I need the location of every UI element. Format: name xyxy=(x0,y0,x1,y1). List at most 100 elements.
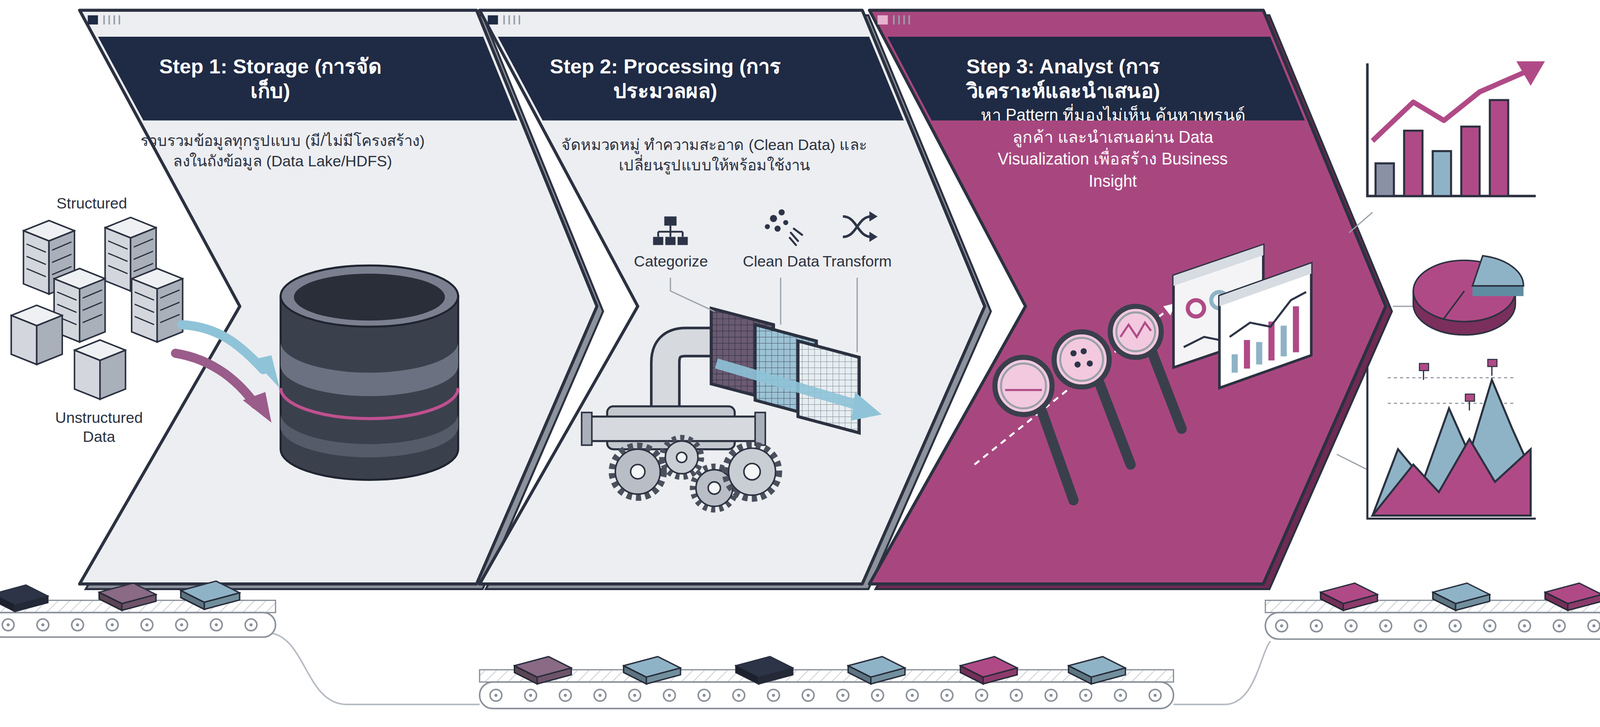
gear xyxy=(662,437,702,477)
gear xyxy=(665,440,699,474)
data-packet xyxy=(960,656,1018,684)
header-band xyxy=(497,36,904,121)
conveyor-belt xyxy=(8,617,262,632)
magnifier xyxy=(974,303,1182,501)
bar-chart xyxy=(1461,126,1480,196)
leader-line xyxy=(670,277,715,312)
data-packet xyxy=(1432,582,1490,610)
conveyor-belt xyxy=(1281,618,1598,632)
magnifier xyxy=(1060,337,1104,381)
magnifier xyxy=(1074,361,1081,368)
magnifier xyxy=(1163,303,1176,316)
conveyor-belt xyxy=(479,669,1174,682)
pie-chart xyxy=(1413,260,1516,322)
server-icon xyxy=(74,339,126,400)
gear xyxy=(615,448,661,494)
gear xyxy=(695,469,733,507)
data-packet xyxy=(848,656,906,684)
process-icon xyxy=(664,216,677,226)
bar-chart xyxy=(1375,163,1395,196)
pie-chart xyxy=(1472,255,1524,286)
filter-screen xyxy=(851,391,882,421)
dashboard-screen xyxy=(1211,291,1228,309)
process-icon xyxy=(658,225,683,237)
bar-chart xyxy=(1404,130,1423,196)
server-icon xyxy=(23,220,75,294)
conveyor-belt xyxy=(479,681,1174,709)
area-chart xyxy=(1487,359,1497,367)
step-heading: Step 2: Processing (การประมวลผล) xyxy=(548,53,783,103)
gear xyxy=(612,445,664,497)
data-packet xyxy=(1320,582,1378,610)
dashboard-screen xyxy=(1173,245,1263,368)
data-packet xyxy=(735,656,793,684)
step-chevron: Step 3: Analyst (การวิเคราะห์และนำเสนอ)ห… xyxy=(867,8,1397,594)
chevron-face xyxy=(479,10,985,584)
magnifier xyxy=(1040,408,1074,501)
conveyor-belt xyxy=(1281,623,1598,627)
conveyor-belt xyxy=(496,693,1160,697)
pie-chart xyxy=(1413,255,1524,335)
data-packet xyxy=(1068,656,1126,684)
pipe xyxy=(665,342,717,419)
dashboard-screen xyxy=(1243,339,1251,369)
process-icon xyxy=(665,236,676,246)
pie-chart xyxy=(1413,290,1516,335)
chart-link-line xyxy=(1349,212,1373,233)
part-label: Structured xyxy=(35,193,149,213)
filter-screen xyxy=(798,340,860,433)
magnifier xyxy=(974,308,1170,465)
process-icon xyxy=(764,223,770,229)
data-packet xyxy=(514,656,572,684)
window-tab xyxy=(893,15,895,25)
bar-chart xyxy=(1367,61,1545,196)
filter-screen xyxy=(755,324,817,417)
chart-link-line xyxy=(1336,212,1414,470)
pipe xyxy=(586,416,761,441)
process-icon xyxy=(770,214,778,222)
ingest-arrow xyxy=(181,324,264,370)
gear xyxy=(612,445,664,497)
ingest-arrow xyxy=(175,352,256,405)
step-heading: Step 1: Storage (การจัดเก็บ) xyxy=(153,53,388,103)
area-chart xyxy=(1387,377,1516,403)
data-packet xyxy=(99,582,157,610)
data-packet xyxy=(0,580,1600,684)
data-packet xyxy=(1545,582,1600,610)
server-icon xyxy=(11,217,183,400)
database-cylinder xyxy=(280,295,458,480)
gear xyxy=(725,444,779,498)
magnifier xyxy=(1110,306,1162,358)
process-icon xyxy=(843,216,872,237)
magnifier xyxy=(1151,351,1182,429)
window-tab xyxy=(108,15,110,25)
data-packet xyxy=(623,656,681,684)
filter-screen xyxy=(711,308,774,400)
magnifier xyxy=(1098,381,1131,464)
database-cylinder xyxy=(280,342,458,396)
chart-link-line xyxy=(1336,453,1368,470)
header-band xyxy=(97,36,518,121)
leader-line xyxy=(780,277,782,325)
dashboard-screen xyxy=(1292,306,1300,352)
magnifier xyxy=(1001,363,1046,409)
conveyor-belt xyxy=(1265,612,1600,640)
server-icon xyxy=(11,305,63,365)
magnifier xyxy=(1080,347,1088,355)
process-icon xyxy=(790,228,803,246)
gear xyxy=(693,466,737,510)
database-cylinder xyxy=(280,265,458,327)
magnifier xyxy=(1086,360,1094,367)
data-packet xyxy=(180,580,240,609)
conveyor-belt xyxy=(496,689,1160,701)
window-tab xyxy=(903,15,905,25)
dashboard-screen xyxy=(1268,321,1275,361)
server-icon xyxy=(131,268,184,342)
area-chart xyxy=(1372,379,1531,516)
gear xyxy=(743,463,761,480)
dashboard-screen xyxy=(1256,342,1263,365)
pie-chart xyxy=(1443,290,1465,319)
window-tab xyxy=(103,15,105,25)
window-tab xyxy=(503,15,505,25)
area-chart xyxy=(1367,359,1536,519)
